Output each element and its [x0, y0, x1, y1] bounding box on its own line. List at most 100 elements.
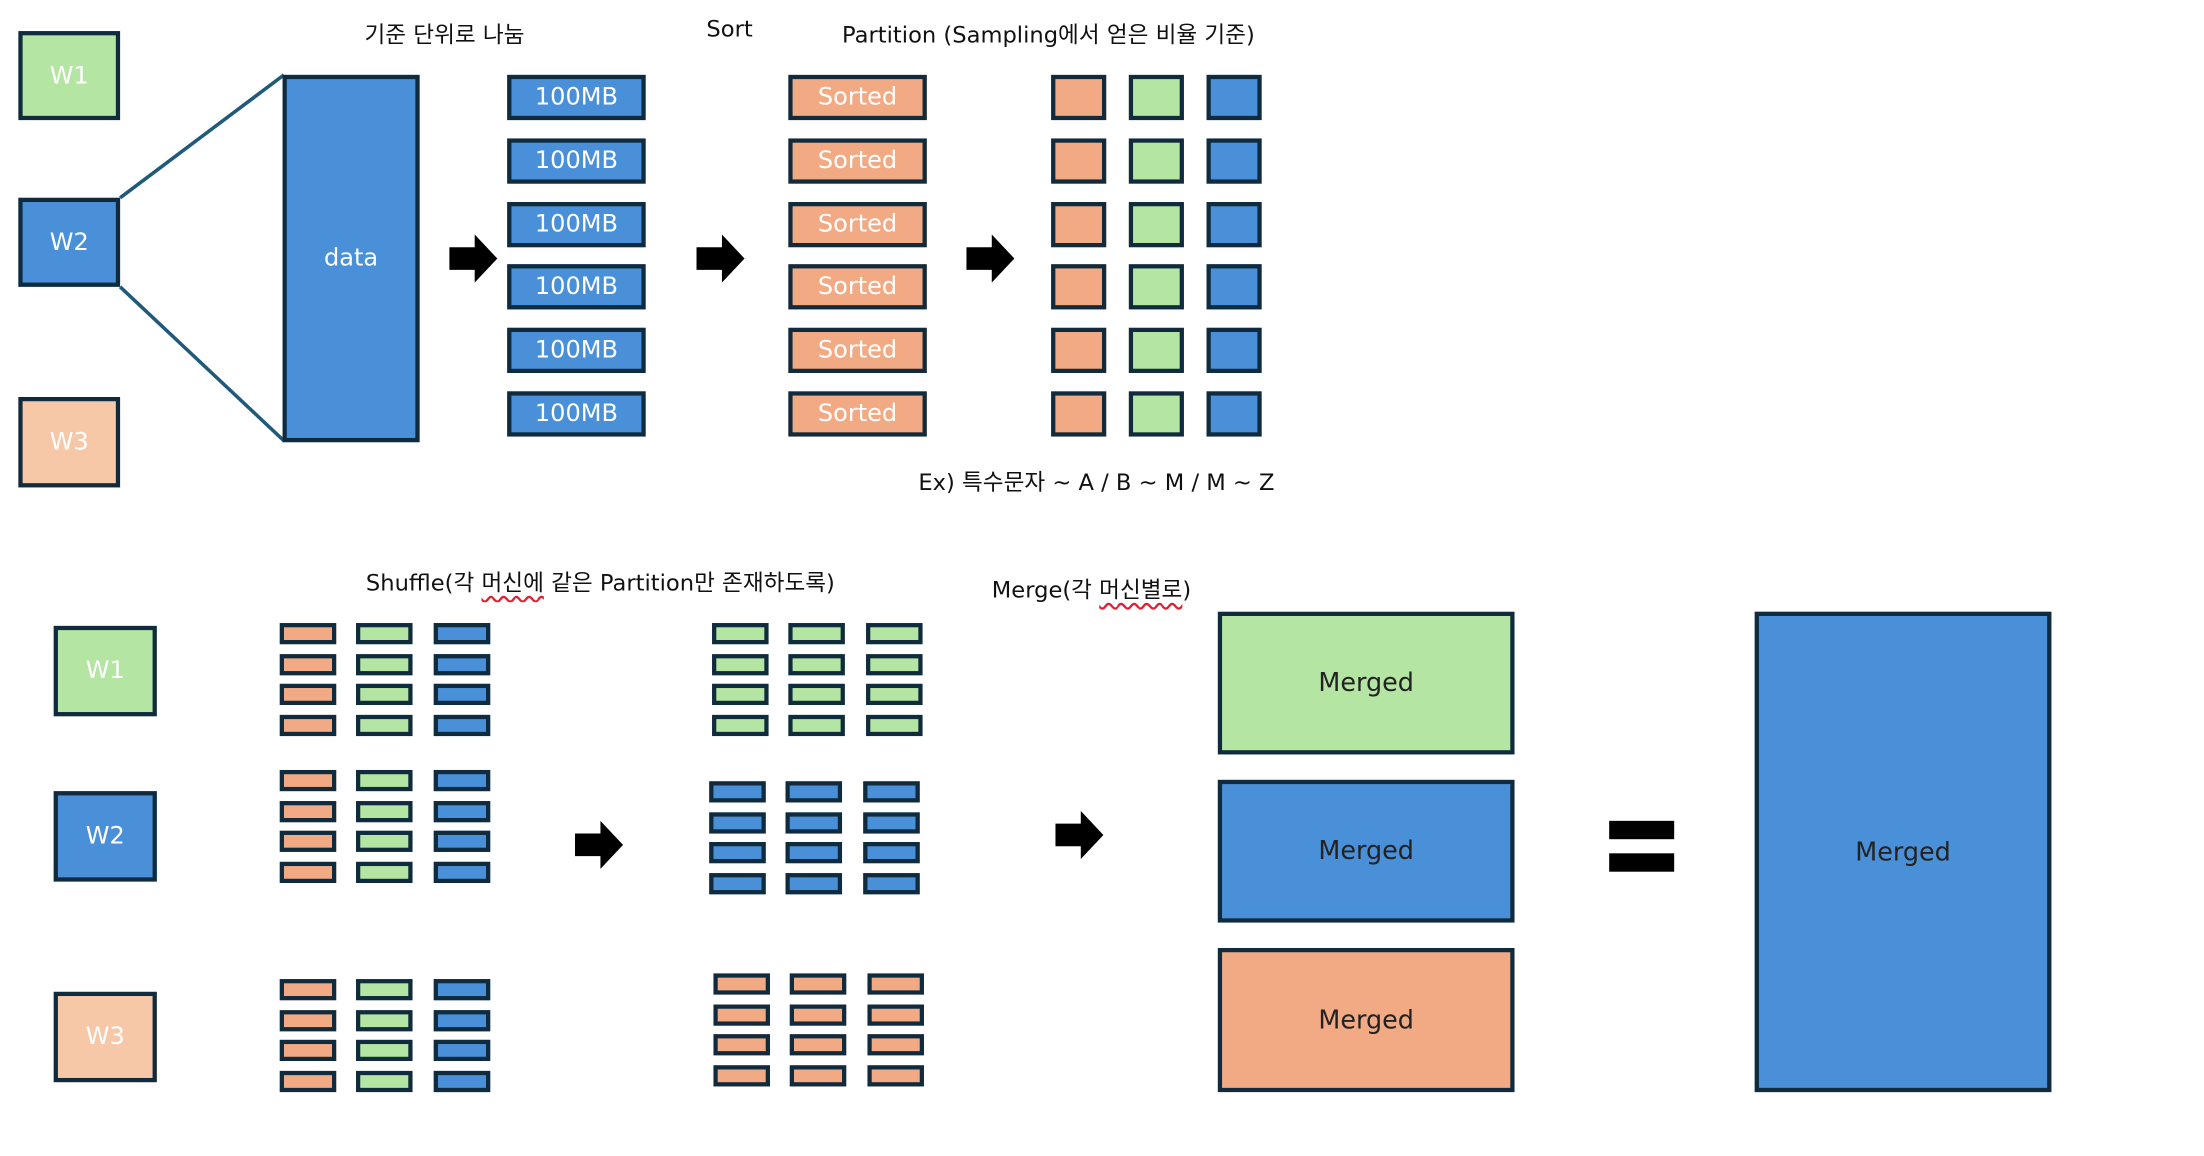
partition-green	[1128, 74, 1184, 121]
sorted-block: Sorted	[788, 264, 927, 310]
partition-strip-blue	[433, 769, 491, 792]
shuffled-strip-green	[866, 653, 923, 675]
chunk-100mb-label: 100MB	[534, 336, 618, 365]
worker-w1-top: W1	[18, 31, 121, 121]
worker-label: W1	[85, 656, 125, 686]
shuffled-strip-green	[788, 683, 845, 705]
shuffled-strip-green	[712, 653, 769, 675]
shuffled-strip-blue	[785, 842, 843, 864]
partition-strip-orange	[279, 1039, 337, 1062]
shuffled-strip-orange	[713, 973, 770, 995]
partition-strip-blue	[433, 623, 491, 645]
partition-strip-orange	[279, 800, 337, 822]
sorted-block-label: Sorted	[817, 336, 898, 365]
partition-green	[1128, 264, 1184, 310]
worker-label: W2	[85, 822, 125, 851]
equals-sign-lower	[1609, 853, 1675, 872]
shuffled-strip-orange	[789, 1064, 847, 1086]
partition-strip-blue	[433, 714, 491, 736]
shuffled-strip-orange	[713, 1034, 770, 1056]
partition-blue	[1206, 264, 1262, 310]
worker-w2-top: W2	[18, 197, 121, 287]
partition-orange	[1051, 201, 1107, 247]
partition-strip-orange	[279, 979, 337, 1001]
shuffled-strip-orange	[867, 1064, 924, 1086]
partition-blue	[1206, 328, 1262, 374]
sorted-block-label: Sorted	[817, 209, 898, 239]
partition-strip-green	[356, 714, 413, 736]
shuffled-strip-blue	[709, 811, 766, 833]
shuffled-strip-orange	[789, 1034, 847, 1056]
chunk-100mb: 100MB	[507, 391, 646, 437]
merged-label: Merged	[1318, 1005, 1414, 1035]
sorted-block: Sorted	[788, 74, 927, 121]
arrow-right-icon	[575, 820, 624, 869]
shuffled-strip-orange	[713, 1003, 770, 1025]
sorted-block: Sorted	[788, 138, 927, 184]
equals-sign	[1609, 820, 1675, 840]
partition-strip-blue	[433, 979, 491, 1001]
shuffled-strip-orange	[789, 1003, 847, 1025]
shuffled-strip-green	[712, 623, 769, 645]
partition-strip-orange	[279, 1070, 337, 1092]
worker-w3-top: W3	[18, 396, 121, 488]
sorted-block-label: Sorted	[817, 83, 898, 112]
partition-orange	[1051, 391, 1107, 437]
worker-w1-bottom: W1	[53, 625, 157, 717]
merged-block-orange: Merged	[1217, 947, 1515, 1093]
partition-strip-orange	[279, 714, 337, 736]
merged-block-final: Merged	[1754, 611, 2052, 1093]
shuffled-strip-green	[712, 714, 769, 736]
worker-label: W1	[49, 61, 89, 90]
partition-blue	[1206, 391, 1262, 437]
chunk-100mb: 100MB	[507, 74, 646, 121]
partition-strip-blue	[433, 653, 491, 675]
worker-w3-bottom: W3	[53, 991, 157, 1083]
partition-strip-green	[356, 830, 413, 852]
merged-block-green: Merged	[1217, 611, 1515, 755]
shuffle-title: Shuffle(각 머신에 같은 Partition만 존재하도록)	[365, 569, 835, 597]
shuffled-strip-blue	[709, 872, 766, 894]
chunk-100mb: 100MB	[507, 328, 646, 374]
partition-green	[1128, 138, 1184, 184]
worker-label: W2	[49, 228, 89, 257]
chunk-100mb-label: 100MB	[534, 83, 618, 112]
partition-strip-blue	[433, 861, 491, 883]
partition-strip-green	[356, 861, 413, 883]
merged-label: Merged	[1318, 836, 1414, 867]
shuffled-strip-blue	[709, 781, 766, 803]
shuffled-strip-blue	[863, 872, 920, 894]
partition-strip-blue	[433, 800, 491, 822]
shuffled-strip-green	[788, 623, 845, 645]
worker-label: W3	[49, 428, 89, 457]
chunk-100mb-label: 100MB	[534, 146, 618, 175]
worker-label: W3	[85, 1022, 125, 1052]
partition-strip-green	[356, 800, 413, 822]
partition-strip-green	[356, 1070, 413, 1092]
partition-green	[1128, 391, 1184, 437]
merged-label: Merged	[1318, 668, 1414, 698]
partition-strip-orange	[279, 1009, 337, 1031]
partition-green	[1128, 328, 1184, 374]
partition-strip-orange	[279, 683, 337, 705]
zoom-lines	[118, 73, 286, 443]
partition-strip-green	[356, 683, 413, 705]
arrow-right-icon	[449, 234, 498, 283]
partition-strip-blue	[433, 1009, 491, 1031]
partition-orange	[1051, 328, 1107, 374]
partition-title: Partition (Sampling에서 얻은 비율 기준)	[842, 21, 1255, 49]
shuffled-strip-green	[866, 683, 923, 705]
shuffled-strip-green	[788, 714, 845, 736]
shuffled-strip-orange	[867, 973, 924, 995]
partition-strip-green	[356, 1009, 413, 1031]
chunk-100mb-label: 100MB	[534, 399, 618, 429]
shuffled-strip-blue	[863, 842, 920, 864]
partition-strip-green	[356, 979, 413, 1001]
merged-label: Merged	[1855, 837, 1951, 867]
shuffled-strip-green	[866, 714, 923, 736]
partition-blue	[1206, 74, 1262, 121]
partition-strip-orange	[279, 623, 337, 645]
partition-strip-green	[356, 623, 413, 645]
shuffled-strip-blue	[863, 781, 920, 803]
worker-w2-bottom: W2	[53, 791, 157, 882]
